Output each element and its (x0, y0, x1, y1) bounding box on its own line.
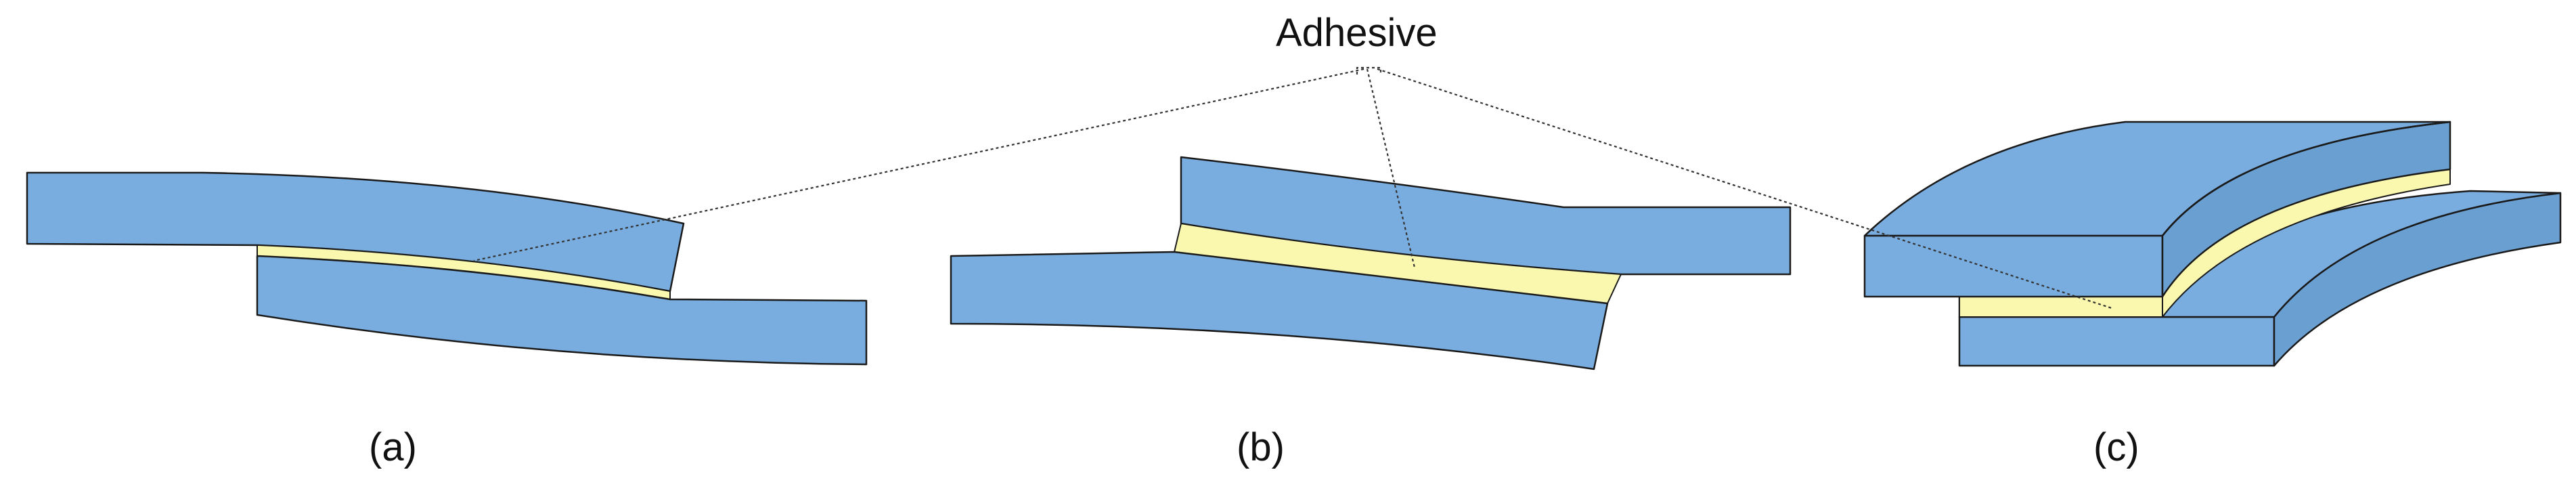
caption-b: (b) (1237, 425, 1285, 469)
adhesive-label: Adhesive (1276, 11, 1438, 55)
leader-line-c (1377, 68, 2112, 309)
joint-c-lower-adherend-front (1958, 316, 2275, 367)
joint-a-lower-adherend (256, 255, 868, 366)
leader-line-b (1366, 68, 1416, 268)
caption-c: (c) (2093, 425, 2139, 469)
caption-a: (a) (369, 425, 417, 469)
joint-b-lower-adherend (950, 251, 1609, 370)
joint-c-curved-edge (2162, 121, 2451, 236)
adhesive-leader-lines (473, 66, 2112, 309)
joint-c-adhesive-front (1959, 296, 2163, 318)
joint-c (1863, 121, 2562, 367)
joint-a (26, 171, 868, 366)
joint-c-upper-adherend-front (1863, 234, 2164, 298)
leader-line-a (473, 68, 1364, 262)
joint-b (950, 156, 1792, 370)
adhesive-bracket (1356, 66, 1382, 74)
